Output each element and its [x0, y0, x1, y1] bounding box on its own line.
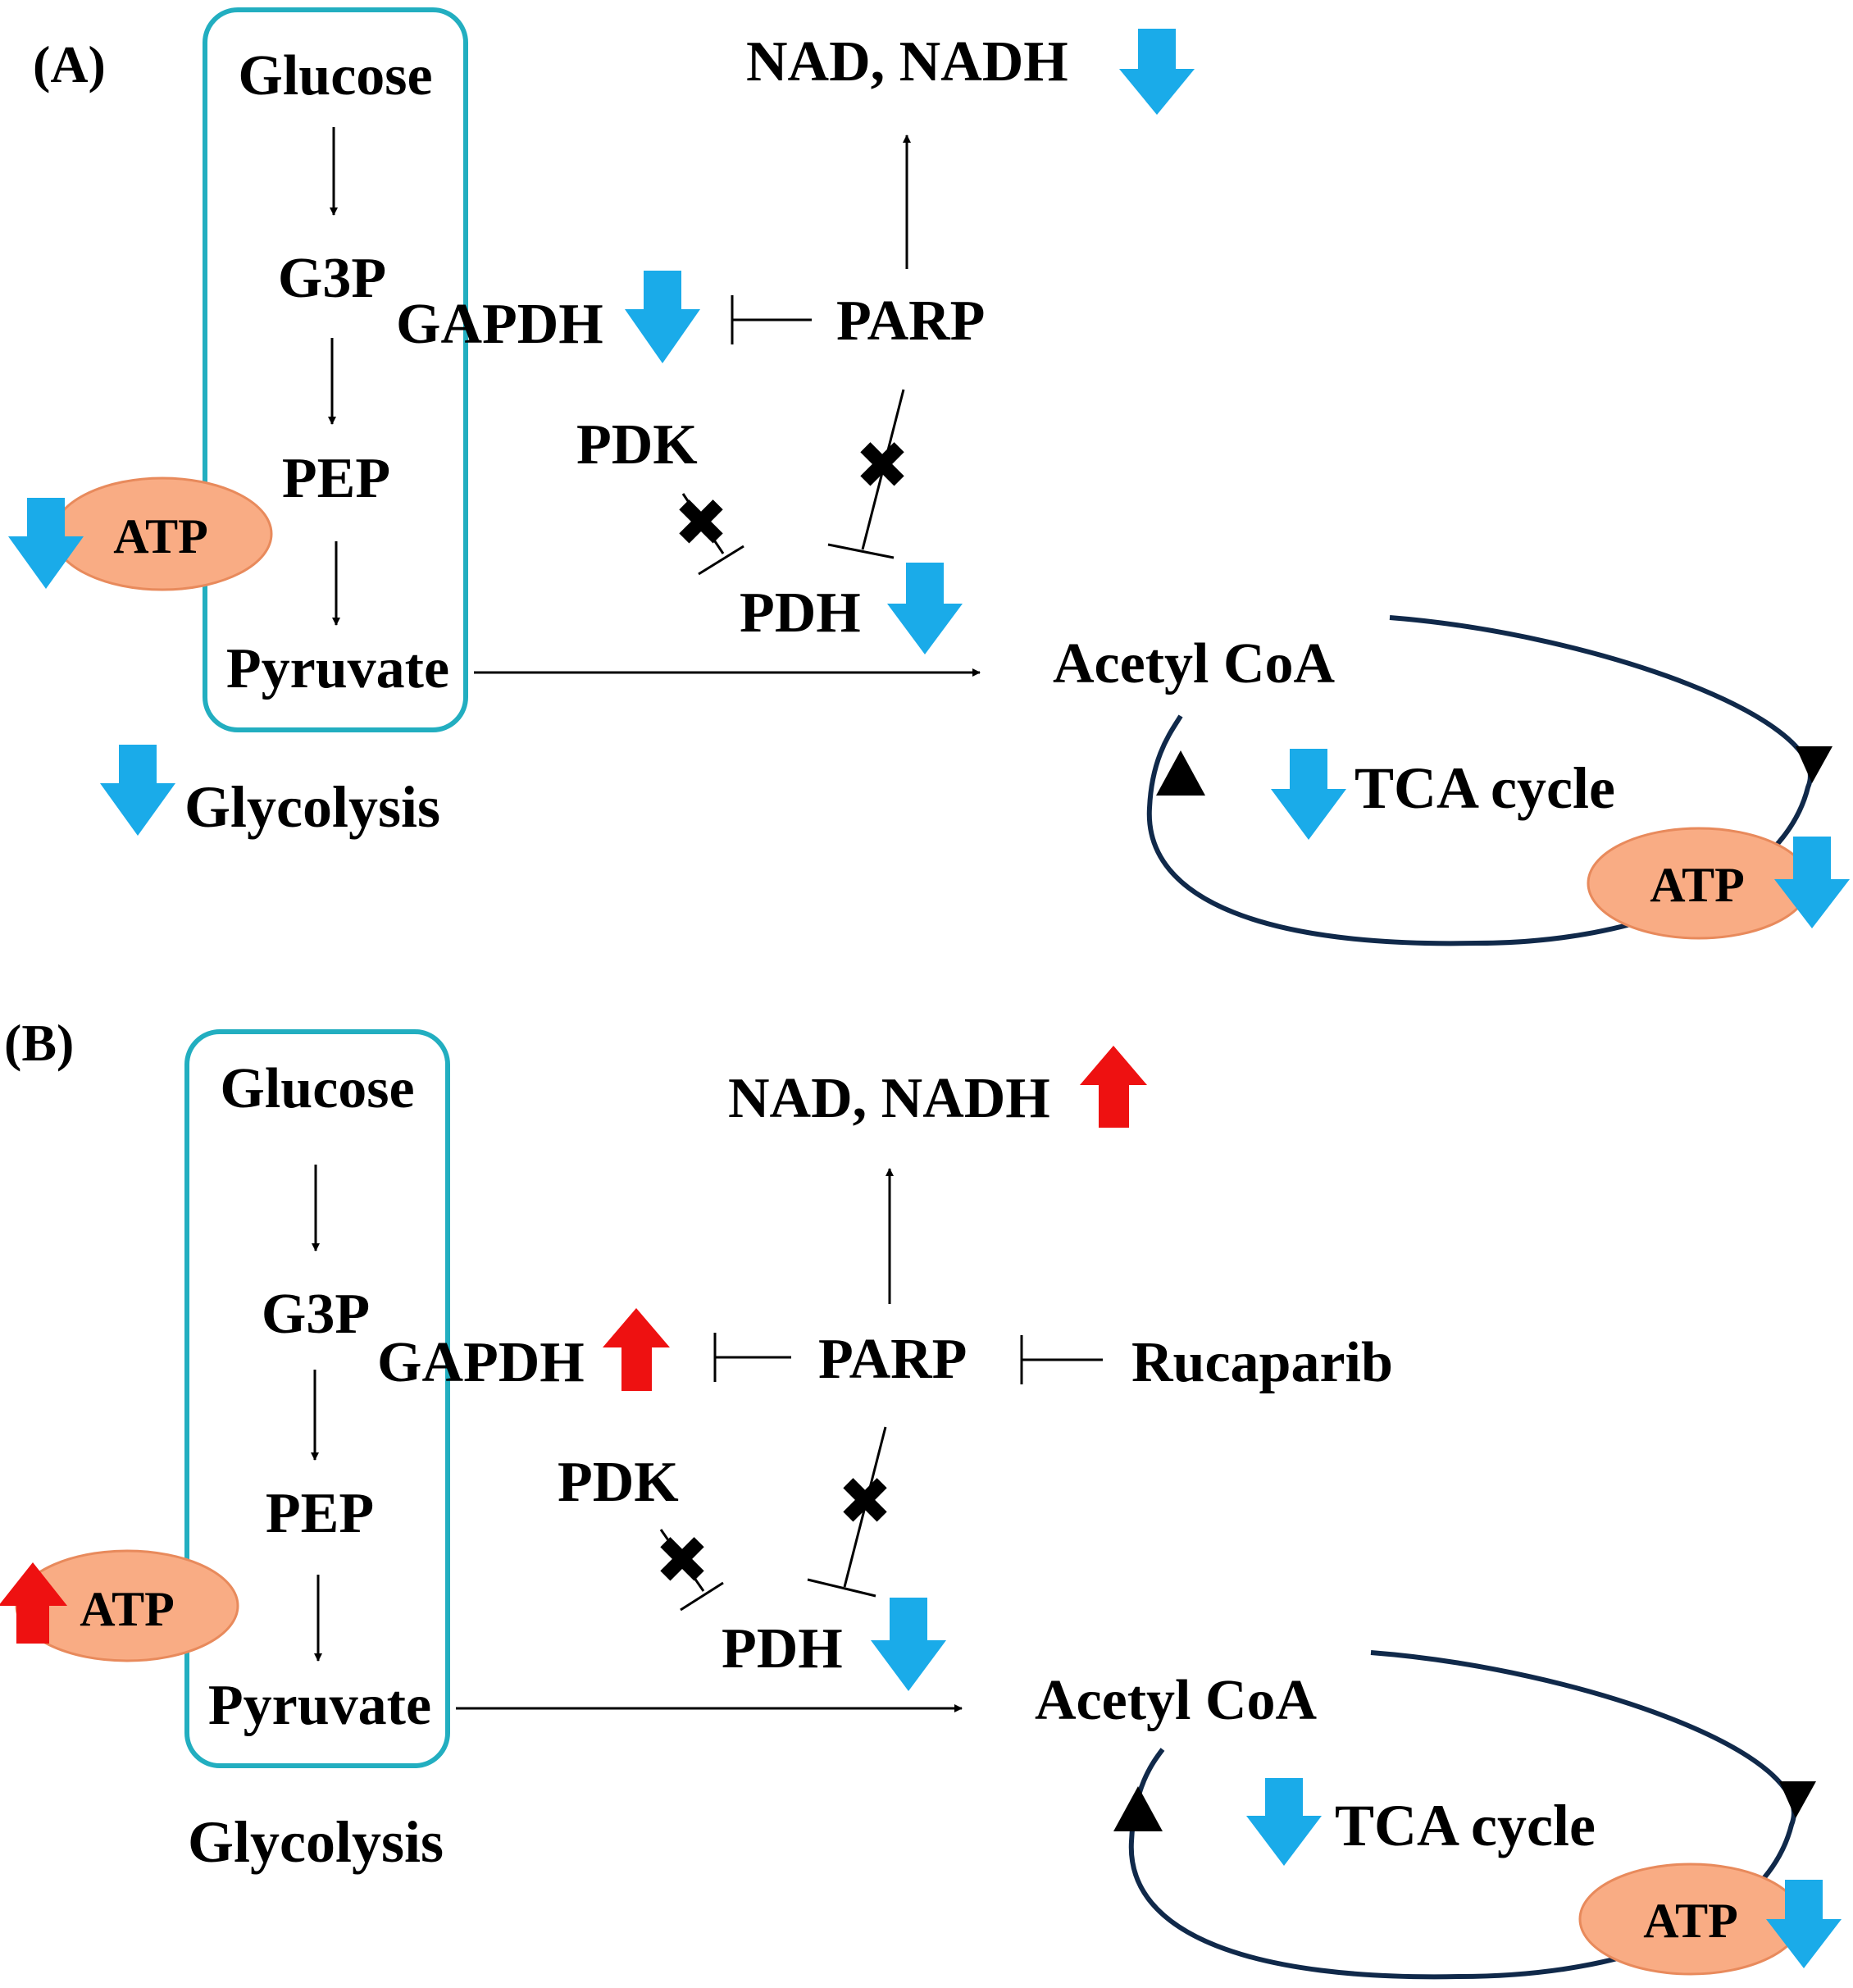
blue-down-arrow-icon: [100, 745, 175, 836]
glycolysis-box: [203, 7, 468, 732]
panel-b: (B) Glucose G3P PEP Pyruvate ATP Glycoly…: [0, 1014, 1842, 1980]
red-up-arrow-icon: [0, 1562, 67, 1644]
g3p-label: G3P: [278, 247, 386, 310]
blue-down-arrow-icon: [887, 563, 963, 654]
pdk-inhibits-pdh: [681, 493, 725, 554]
blue-down-arrow-icon: [1766, 1880, 1842, 1968]
gapdh-label: GAPDH: [377, 1331, 585, 1394]
pyruvate-label: Pyruvate: [226, 637, 449, 700]
inhibition-bar: [698, 545, 744, 576]
cross-mark-icon: ✖: [854, 427, 909, 504]
cycle-arrowhead: [1156, 750, 1205, 796]
blue-down-arrow-icon: [1271, 749, 1346, 840]
tca-cycle-loop: [1146, 615, 1813, 946]
panel-a: (A) Glucose G3P PEP Pyruvate ATP Glycoly…: [8, 7, 1850, 946]
inhibition-bar: [807, 1578, 876, 1598]
cycle-arrowhead: [1779, 1781, 1816, 1818]
parp-label: PARP: [818, 1328, 967, 1391]
glucose-label: Glucose: [220, 1057, 414, 1120]
atp-label-glycolysis: ATP: [80, 1582, 175, 1636]
pyruvate-label: Pyruvate: [208, 1674, 431, 1737]
inhibition-bar: [827, 543, 895, 559]
glycolysis-label: Glycolysis: [184, 774, 440, 840]
tca-cycle-label: TCA cycle: [1335, 1793, 1596, 1858]
pdk-label: PDK: [558, 1451, 679, 1514]
glycolysis-box: [184, 1029, 450, 1768]
cross-mark-icon: ✖: [673, 485, 728, 561]
parp-label: PARP: [836, 290, 985, 353]
blue-down-arrow-icon: [1774, 837, 1850, 928]
glycolysis-label: Glycolysis: [188, 1809, 444, 1875]
g3p-label: G3P: [262, 1283, 370, 1346]
cycle-arrowhead: [1113, 1786, 1163, 1831]
pep-label: PEP: [266, 1482, 374, 1545]
panel-label: (B): [4, 1014, 74, 1072]
glucose-label: Glucose: [238, 44, 432, 107]
pdh-label: PDH: [740, 581, 861, 645]
red-up-arrow-icon: [603, 1308, 670, 1391]
cross-mark-icon: ✖: [837, 1463, 892, 1539]
rucaparib-label: Rucaparib: [1131, 1331, 1393, 1394]
acetyl-coa-label: Acetyl CoA: [1035, 1669, 1318, 1732]
panel-label: (A): [33, 35, 106, 93]
inhibition-bar: [680, 1581, 724, 1612]
red-up-arrow-icon: [1080, 1046, 1147, 1128]
pep-label: PEP: [282, 447, 390, 510]
atp-label-tca: ATP: [1650, 858, 1745, 912]
nad-nadh-label: NAD, NADH: [728, 1067, 1050, 1130]
pdk-inhibits-pdh: [659, 1529, 705, 1592]
cycle-arrowhead: [1796, 746, 1833, 783]
cross-mark-icon: ✖: [654, 1522, 709, 1598]
acetyl-coa-label: Acetyl CoA: [1053, 632, 1336, 695]
pdk-label: PDK: [576, 413, 698, 476]
pdh-label: PDH: [722, 1617, 843, 1680]
blue-down-arrow-icon: [871, 1598, 946, 1691]
nad-nadh-label: NAD, NADH: [746, 30, 1068, 93]
atp-label-tca: ATP: [1643, 1894, 1738, 1948]
parp-inhibits-pdh: [843, 1426, 887, 1588]
atp-label-glycolysis: ATP: [113, 509, 208, 563]
tca-cycle-label: TCA cycle: [1354, 755, 1615, 821]
blue-down-arrow-icon: [1246, 1778, 1322, 1866]
gapdh-label: GAPDH: [396, 293, 603, 356]
blue-down-arrow-icon: [1119, 29, 1195, 115]
tca-cycle-loop: [1128, 1650, 1796, 1980]
parp-inhibits-pdh: [861, 389, 905, 550]
blue-down-arrow-icon: [625, 271, 700, 363]
blue-down-arrow-icon: [8, 498, 84, 589]
